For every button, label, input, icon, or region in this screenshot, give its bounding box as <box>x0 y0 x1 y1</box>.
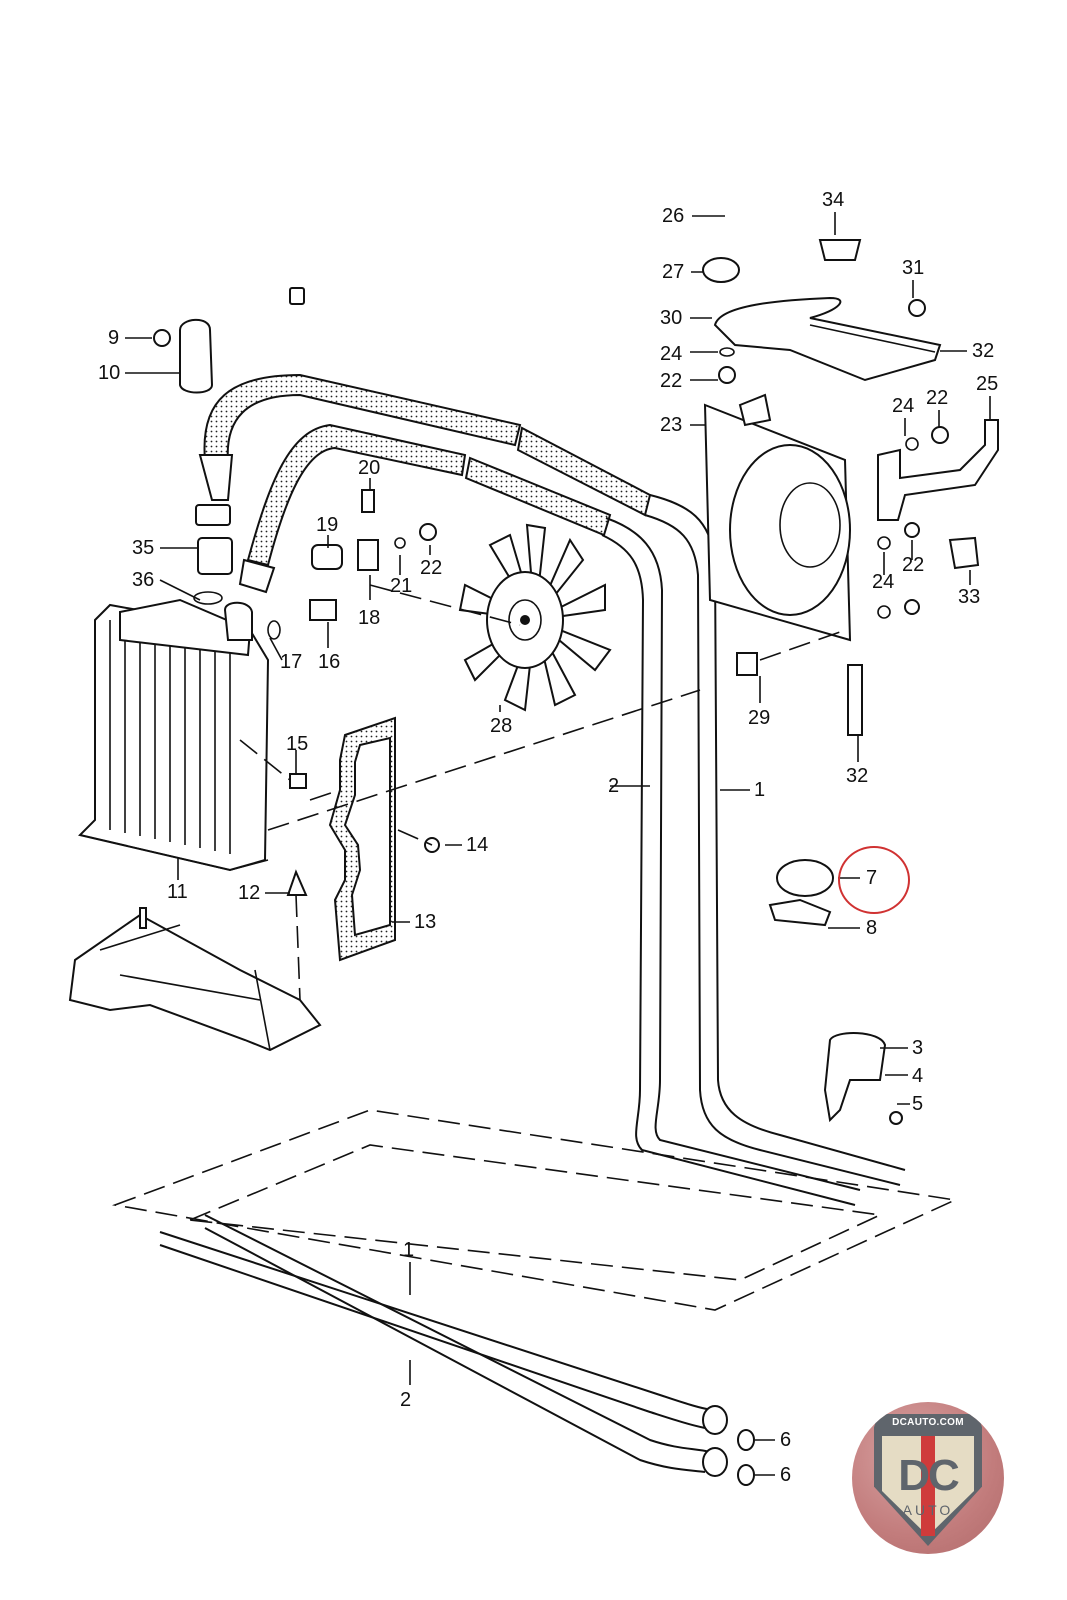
callout-22-lower: 22 <box>902 554 925 576</box>
callout-30: 30 <box>660 307 683 329</box>
callout-14: 14 <box>466 834 489 856</box>
callout-16: 16 <box>318 651 341 673</box>
callout-5: 5 <box>912 1093 924 1115</box>
callout-6-lower: 6 <box>780 1464 792 1486</box>
underbody-outline <box>111 1109 958 1311</box>
lower-oil-lines <box>159 1214 755 1486</box>
callout-22-right: 22 <box>926 387 949 409</box>
callout-31: 31 <box>902 257 925 279</box>
callout-13: 13 <box>414 911 437 933</box>
callout-11: 11 <box>167 881 188 903</box>
mounting-rail <box>713 296 942 382</box>
upper-hose-outer <box>195 373 652 526</box>
callout-20: 20 <box>358 457 381 479</box>
side-bracket <box>877 419 999 521</box>
callout-29: 29 <box>748 707 771 729</box>
callout-24-right: 24 <box>892 395 915 417</box>
shroud-gasket <box>328 716 396 962</box>
callout-23: 23 <box>660 414 683 436</box>
callout-33: 33 <box>958 586 981 608</box>
callout-1-lower: 1 <box>403 1239 415 1261</box>
callout-9: 9 <box>108 327 120 349</box>
callout-19: 19 <box>316 514 339 536</box>
logo-url: DCAUTO.COM <box>892 1417 964 1428</box>
callout-27: 27 <box>662 261 685 283</box>
cooling-fan <box>458 523 612 712</box>
callout-21: 21 <box>390 575 413 597</box>
callout-22-mid: 22 <box>420 557 443 579</box>
callout-6-upper: 6 <box>780 1429 792 1451</box>
callout-28: 28 <box>490 715 513 737</box>
callout-10: 10 <box>98 362 121 384</box>
fasteners <box>153 239 980 1125</box>
callout-22-top: 22 <box>660 370 683 392</box>
radiator <box>78 598 270 872</box>
callout-18: 18 <box>358 607 381 629</box>
highlight-circle-part-7 <box>838 846 910 914</box>
upper-hose-inner <box>238 423 612 594</box>
callout-15: 15 <box>286 733 309 755</box>
callout-34: 34 <box>822 189 845 211</box>
callout-32-lower: 32 <box>846 765 869 787</box>
callout-17: 17 <box>280 651 303 673</box>
callout-8: 8 <box>866 917 878 939</box>
callout-12: 12 <box>238 882 261 904</box>
lower-bracket <box>68 907 322 1052</box>
oil-line-1 <box>644 494 906 1186</box>
callout-2-lower: 2 <box>400 1389 412 1411</box>
callout-26: 26 <box>662 205 685 227</box>
logo-stripe <box>921 1436 935 1536</box>
dcauto-logo: DCAUTO.COM DC AUTO <box>852 1402 1004 1554</box>
callout-3: 3 <box>912 1037 924 1059</box>
fan-shroud <box>703 393 852 642</box>
callout-35: 35 <box>132 537 155 559</box>
logo-subtitle: AUTO <box>902 1502 954 1518</box>
logo-mark: DC <box>898 1451 960 1500</box>
callout-2-upper: 2 <box>608 775 620 797</box>
callout-24-top: 24 <box>660 343 683 365</box>
callout-25: 25 <box>976 373 999 395</box>
oil-line-2 <box>601 517 861 1206</box>
callout-32-top: 32 <box>972 340 995 362</box>
callout-36: 36 <box>132 569 155 591</box>
leader-lines <box>125 212 991 1476</box>
callout-1-upper: 1 <box>754 779 766 801</box>
alignment-lines <box>239 584 841 1001</box>
callout-24-lower: 24 <box>872 571 895 593</box>
callout-4: 4 <box>912 1065 924 1087</box>
